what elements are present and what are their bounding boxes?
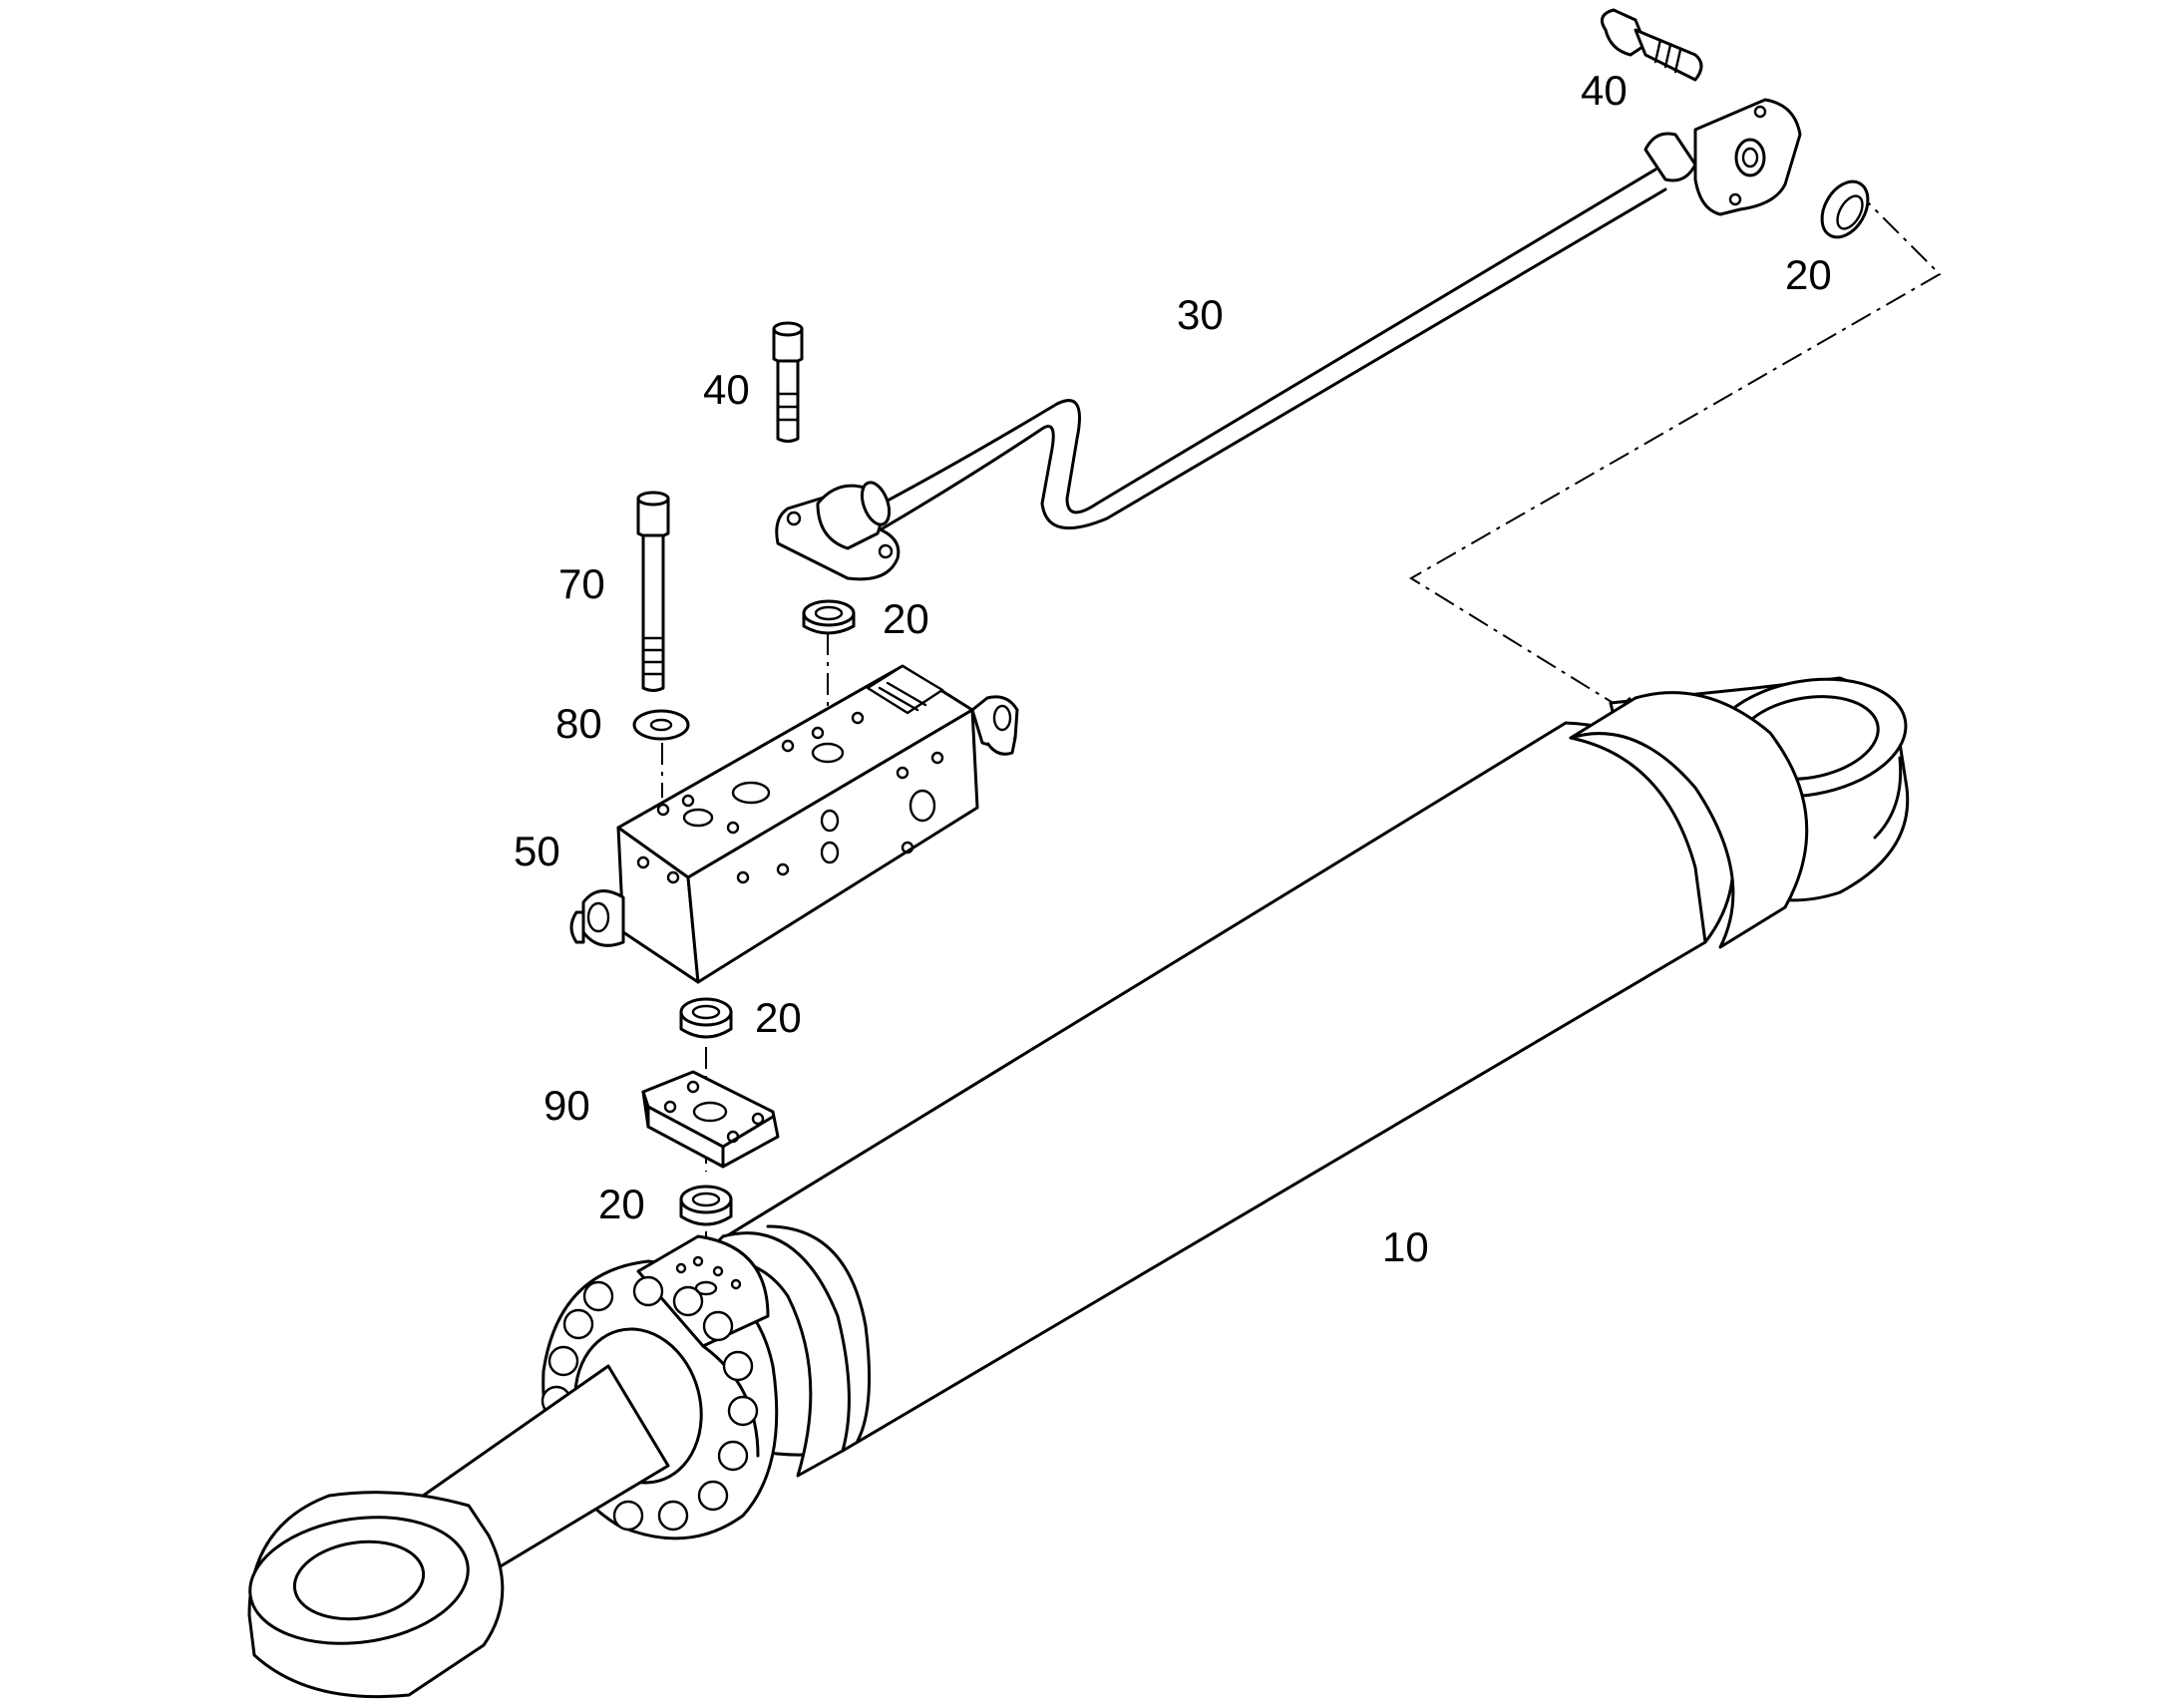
label-seal-lower: 20	[598, 1181, 645, 1227]
seal-upper	[802, 599, 856, 635]
cylinder-head-flange	[541, 1234, 779, 1540]
label-seal-top-right: 20	[1785, 251, 1832, 298]
label-adapter-plate: 90	[544, 1082, 590, 1129]
pipe-lower-flange	[775, 481, 901, 581]
valve-block	[569, 664, 1019, 984]
label-seal-middle: 20	[755, 994, 802, 1041]
long-screw	[636, 491, 670, 692]
seal-middle	[679, 997, 733, 1039]
label-long-screw: 70	[558, 560, 605, 607]
valve-left-fitting	[569, 889, 625, 947]
seal-top-right	[1820, 179, 1870, 239]
hydraulic-pipe	[775, 98, 1802, 581]
label-screw-top-right: 40	[1581, 67, 1628, 114]
washer	[632, 709, 690, 741]
adapter-plate	[641, 1070, 780, 1169]
label-screw-upper: 40	[703, 366, 750, 413]
label-pipe: 30	[1177, 291, 1224, 338]
part-labels: 10 20 20 20 20 30 40 40 50 70 80 90	[514, 67, 1832, 1270]
cylinder-front-collar	[696, 1231, 851, 1478]
rod-eye	[247, 1491, 505, 1699]
label-cylinder: 10	[1382, 1223, 1429, 1270]
valve-right-fitting	[970, 695, 1019, 756]
pipe-upper-flange	[1643, 98, 1802, 216]
label-washer: 80	[555, 700, 602, 747]
screw-top-right	[1600, 8, 1703, 82]
label-seal-upper: 20	[883, 595, 929, 642]
screw-upper	[772, 321, 804, 443]
seal-lower	[679, 1185, 733, 1226]
hydraulic-cylinder	[247, 676, 1910, 1699]
cylinder-rear-cap	[1569, 691, 1809, 949]
label-valve-block: 50	[514, 828, 560, 874]
